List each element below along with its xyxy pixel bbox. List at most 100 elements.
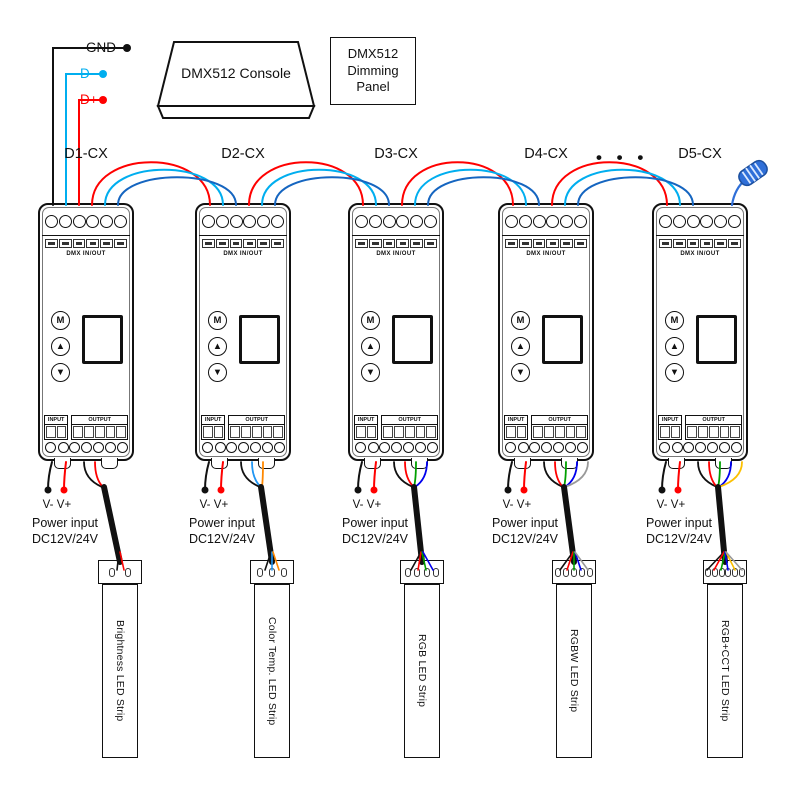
down-button[interactable]: ▼: [208, 363, 227, 382]
dmx-daisy-chain-wires: [91, 161, 694, 206]
io-screw-row: [45, 442, 128, 453]
dmx-terminal-row: [42, 208, 130, 236]
terminal-screw: [659, 215, 672, 228]
input-label: INPUT: [355, 416, 378, 425]
up-button[interactable]: ▲: [665, 337, 684, 356]
decoder-unit-d1: DMX IN/OUT M ▲ ▼ INPUT OUTPUT: [38, 203, 134, 469]
dmx-terminator: [730, 159, 768, 207]
terminal-screw: [546, 215, 560, 228]
button-column: M ▲ ▼: [208, 311, 227, 382]
output-label: OUTPUT: [72, 416, 127, 425]
menu-button[interactable]: M: [361, 311, 380, 330]
lcd-display: [542, 315, 583, 364]
power-input-text: Power input: [342, 516, 409, 530]
dmx-io-label: DMX IN/OUT: [680, 251, 720, 257]
terminal-screw: [727, 215, 741, 228]
power-input-text: Power input: [492, 516, 559, 530]
led-strip-brightness: Brightness LED Strip: [102, 584, 138, 758]
lcd-display: [82, 315, 123, 364]
terminal-screw: [202, 215, 215, 228]
io-screw-row: [505, 442, 588, 453]
down-button[interactable]: ▼: [361, 363, 380, 382]
v-plus-label: V+: [516, 499, 532, 511]
d-plus-label: D+: [80, 92, 98, 107]
terminal-screw: [700, 215, 714, 228]
power-input-text: Power input: [32, 516, 99, 530]
dmx-io-label: DMX IN/OUT: [66, 251, 106, 257]
io-terminal-block: INPUT OUTPUT: [504, 415, 588, 440]
terminal-screw: [215, 215, 229, 228]
dimming-panel-label: DMX512 Dimming Panel: [347, 45, 399, 95]
v-plus-label: V+: [366, 499, 382, 511]
terminal-screw: [518, 215, 532, 228]
dmx-terminal-row: [199, 208, 287, 236]
output-label: OUTPUT: [382, 416, 437, 425]
unit-label-d5: D5-CX: [678, 146, 722, 162]
terminal-label-strip: [659, 239, 741, 248]
menu-button[interactable]: M: [208, 311, 227, 330]
menu-button[interactable]: M: [51, 311, 70, 330]
v-minus-label: V-: [42, 499, 54, 511]
mounting-foot: [54, 458, 71, 469]
strip-label: RGBW LED Strip: [568, 629, 580, 713]
power-voltage-text: DC12V/24V: [492, 532, 559, 546]
strip-connector: [98, 560, 142, 584]
terminal-screw: [396, 215, 410, 228]
mounting-foot: [211, 458, 228, 469]
lcd-display: [392, 315, 433, 364]
up-button[interactable]: ▲: [361, 337, 380, 356]
v-plus-label: V+: [213, 499, 229, 511]
terminal-screw: [532, 215, 546, 228]
unit-label-d2: D2-CX: [221, 146, 265, 162]
strip-connector: [703, 560, 747, 584]
v-plus-label: V+: [670, 499, 686, 511]
strip-connector: [400, 560, 444, 584]
terminal-screw: [86, 215, 100, 228]
terminal-screw: [423, 215, 437, 228]
up-button[interactable]: ▲: [511, 337, 530, 356]
power-voltage-text: DC12V/24V: [342, 532, 409, 546]
terminal-screw: [686, 215, 700, 228]
power-voltage-text: DC12V/24V: [646, 532, 713, 546]
d-minus-label: D-: [80, 66, 95, 81]
terminal-screw: [243, 215, 257, 228]
power-input-text: Power input: [646, 516, 713, 530]
terminal-label-strip: [202, 239, 284, 248]
v-minus-label: V-: [199, 499, 211, 511]
decoder-unit-d4: DMX IN/OUT M ▲ ▼ INPUT OUTPUT: [498, 203, 594, 469]
up-button[interactable]: ▲: [208, 337, 227, 356]
gnd-label: GND: [86, 40, 116, 55]
down-button[interactable]: ▼: [51, 363, 70, 382]
continuation-ellipsis: • • •: [596, 148, 649, 167]
power-input-text: Power input: [189, 516, 256, 530]
led-strip-rgb-cct: RGB+CCT LED Strip: [707, 584, 743, 758]
dimming-panel: DMX512 Dimming Panel: [330, 37, 416, 105]
menu-button[interactable]: M: [511, 311, 530, 330]
terminal-screw: [410, 215, 424, 228]
terminal-screw: [58, 215, 72, 228]
power-input-wires: [44, 461, 682, 494]
io-screw-row: [202, 442, 285, 453]
dmx-terminal-row: [656, 208, 744, 236]
led-strip-rgb: RGB LED Strip: [404, 584, 440, 758]
menu-button[interactable]: M: [665, 311, 684, 330]
terminal-screw: [229, 215, 243, 228]
dmx-terminal-row: [352, 208, 440, 236]
dmx-io-label: DMX IN/OUT: [376, 251, 416, 257]
lcd-display: [696, 315, 737, 364]
down-button[interactable]: ▼: [511, 363, 530, 382]
input-label: INPUT: [45, 416, 68, 425]
terminal-label-strip: [45, 239, 127, 248]
strip-label: Brightness LED Strip: [114, 620, 126, 722]
v-minus-label: V-: [656, 499, 668, 511]
decoder-unit-d2: DMX IN/OUT M ▲ ▼ INPUT OUTPUT: [195, 203, 291, 469]
down-button[interactable]: ▼: [665, 363, 684, 382]
terminal-screw: [100, 215, 114, 228]
terminal-screw: [72, 215, 86, 228]
unit-label-d3: D3-CX: [374, 146, 418, 162]
button-column: M ▲ ▼: [51, 311, 70, 382]
decoder-unit-d3: DMX IN/OUT M ▲ ▼ INPUT OUTPUT: [348, 203, 444, 469]
up-button[interactable]: ▲: [51, 337, 70, 356]
io-screw-row: [659, 442, 742, 453]
